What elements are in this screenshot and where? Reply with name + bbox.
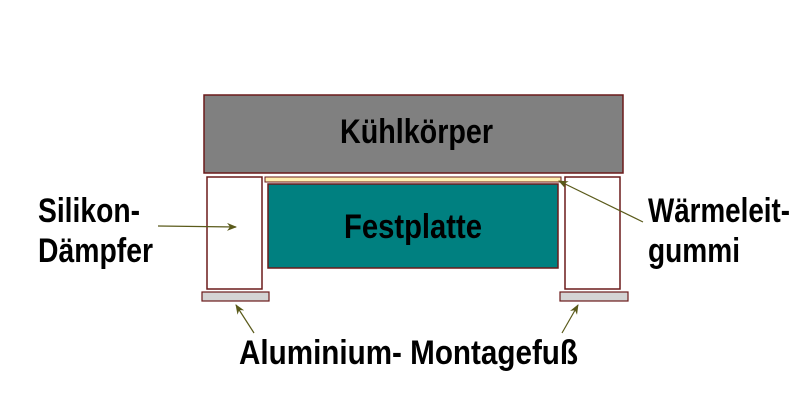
damper-label-line1: Silikon-: [38, 192, 140, 230]
damper-label-line2: Dämpfer: [38, 232, 153, 270]
right-foot-arrow: [561, 304, 579, 334]
thermal-pad: [264, 176, 562, 183]
left-mounting-foot: [201, 291, 270, 302]
pad-arrow: [558, 180, 644, 223]
hdd-label: Festplatte: [344, 208, 482, 246]
left-foot-arrow: [235, 304, 255, 334]
pad-label-line1: Wärmeleit-: [648, 192, 790, 230]
hdd-block: [267, 183, 559, 269]
feet-label: Aluminium- Montagefuß: [239, 334, 578, 372]
heatsink-block: [203, 94, 624, 174]
heatsink-label: Kühlkörper: [340, 113, 493, 151]
left-silicone-damper: [206, 176, 263, 290]
pad-label-line2: gummi: [648, 232, 740, 270]
right-silicone-damper: [564, 176, 621, 290]
damper-arrow: [157, 222, 237, 231]
right-mounting-foot: [559, 291, 629, 302]
